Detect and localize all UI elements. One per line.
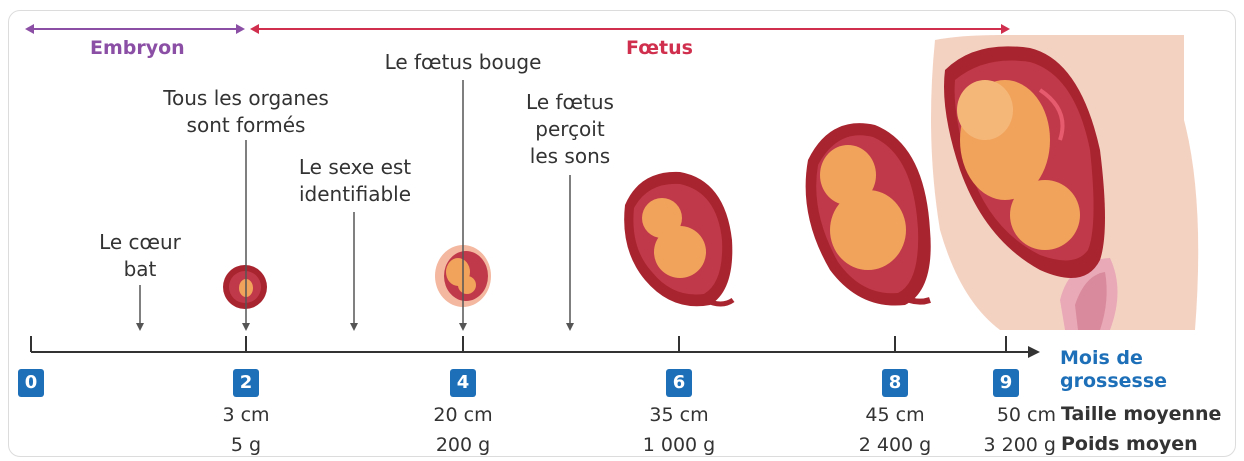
time-axis bbox=[31, 336, 1040, 358]
embryon-range-arrow bbox=[25, 24, 245, 34]
event-coeur-bat: Le cœur bat bbox=[80, 229, 200, 283]
size-row-label: Taille moyenne bbox=[1061, 403, 1221, 425]
measure-month-8: 45 cm 2 400 g bbox=[843, 400, 947, 460]
size-month-2: 3 cm bbox=[196, 400, 296, 430]
event-sons-line-1: Le fœtus bbox=[515, 89, 625, 116]
size-month-4: 20 cm bbox=[413, 400, 513, 430]
foetus-range-arrow bbox=[250, 24, 1010, 34]
weight-row-label: Poids moyen bbox=[1061, 433, 1198, 455]
month-box-8: 8 bbox=[882, 369, 908, 397]
phase-embryon-label: Embryon bbox=[90, 37, 185, 59]
event-organes-line-1: Tous les organes bbox=[146, 85, 346, 112]
phase-foetus-label: Fœtus bbox=[626, 37, 693, 59]
month-box-6: 6 bbox=[666, 369, 692, 397]
event-sexe-line-1: Le sexe est bbox=[282, 154, 428, 181]
foetus-6-months-illustration bbox=[624, 172, 733, 306]
weight-month-6: 1 000 g bbox=[624, 430, 734, 460]
weight-month-8: 2 400 g bbox=[843, 430, 947, 460]
measure-month-6: 35 cm 1 000 g bbox=[624, 400, 734, 460]
event-coeur-line-1: Le cœur bbox=[80, 229, 200, 256]
month-box-4: 4 bbox=[450, 369, 476, 397]
weight-month-9: 3 200 g bbox=[960, 430, 1056, 460]
axis-title: Mois de grossesse bbox=[1060, 347, 1167, 393]
axis-title-line-1: Mois de bbox=[1060, 347, 1167, 370]
foetus-9-months-illustration bbox=[931, 35, 1198, 330]
event-sexe-identifiable: Le sexe est identifiable bbox=[282, 154, 428, 208]
weight-month-4: 200 g bbox=[413, 430, 513, 460]
measure-month-9: 50 cm 3 200 g bbox=[960, 400, 1056, 460]
measure-month-2: 3 cm 5 g bbox=[196, 400, 296, 460]
weight-month-2: 5 g bbox=[196, 430, 296, 460]
month-box-9: 9 bbox=[993, 369, 1019, 397]
event-organes-line-2: sont formés bbox=[146, 112, 346, 139]
event-organes-formes: Tous les organes sont formés bbox=[146, 85, 346, 139]
size-month-6: 35 cm bbox=[624, 400, 734, 430]
month-box-0: 0 bbox=[18, 369, 44, 397]
foetus-8-months-illustration bbox=[806, 123, 931, 305]
event-sons-line-3: les sons bbox=[515, 143, 625, 170]
axis-title-line-2: grossesse bbox=[1060, 370, 1167, 393]
event-bouge-line-1: Le fœtus bouge bbox=[371, 49, 555, 76]
month-box-2: 2 bbox=[233, 369, 259, 397]
size-month-8: 45 cm bbox=[843, 400, 947, 430]
size-month-9: 50 cm bbox=[960, 400, 1056, 430]
measure-month-4: 20 cm 200 g bbox=[413, 400, 513, 460]
event-sons-line-2: perçoit bbox=[515, 116, 625, 143]
event-coeur-line-2: bat bbox=[80, 256, 200, 283]
embryo-2-months-illustration bbox=[223, 265, 267, 309]
event-foetus-sons: Le fœtus perçoit les sons bbox=[515, 89, 625, 170]
event-sexe-line-2: identifiable bbox=[282, 181, 428, 208]
event-foetus-bouge: Le fœtus bouge bbox=[371, 49, 555, 76]
